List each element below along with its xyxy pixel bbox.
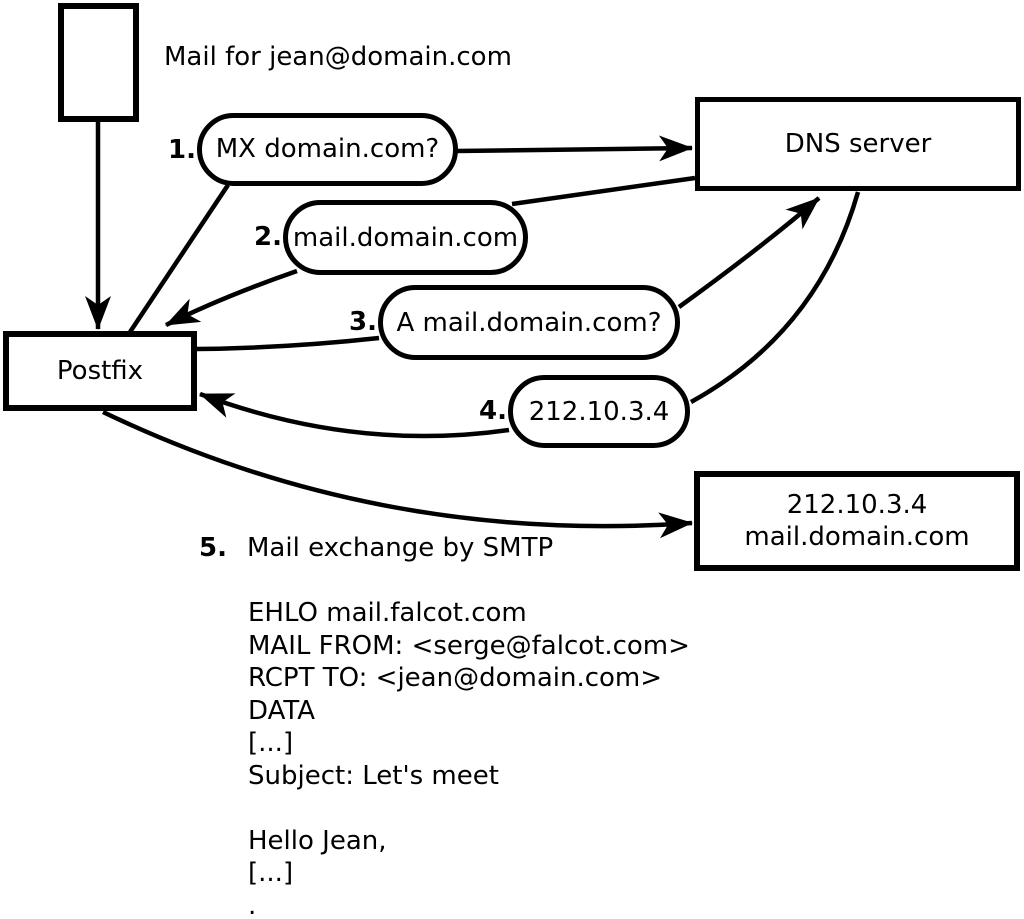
arrow-step2-to-postfix [164,268,298,328]
mail-server-box [694,471,1020,571]
step1-pill-label: MX domain.com? [215,134,440,164]
smtp-line: EHLO mail.falcot.com [248,598,527,628]
step4-pill-label: 212.10.3.4 [528,396,670,427]
arrow-postfix-to-mailserver [102,409,693,539]
step3-number: 3. [349,307,377,337]
link-dns-to-step4 [689,191,861,404]
smtp-line: . [248,890,257,919]
mail-server-label: 212.10.3.4 mail.domain.com [694,471,1020,570]
arrow-step3-to-dns [677,196,821,309]
smtp-line: [...] [248,858,294,888]
postfix-label: Postfix [56,356,144,386]
link-dns-to-step2 [511,175,696,207]
smtp-line: RCPT TO: <jean@domain.com> [248,663,663,693]
step3-pill-label: A mail.domain.com? [396,307,662,338]
step5-number: 5. [199,533,227,563]
step3-pill [378,285,680,360]
link-postfix-to-step1 [128,183,230,334]
step5-label: Mail exchange by SMTP [247,533,554,563]
mail-server-hostname: mail.domain.com [744,521,970,552]
step4-number: 4. [479,396,507,426]
smtp-line: [...] [248,728,294,758]
smtp-line: MAIL FROM: <serge@falcot.com> [248,630,690,661]
arrow-step1-to-dns [456,135,693,162]
link-postfix-to-step3 [196,335,380,352]
dns-server-label: DNS server [784,129,932,159]
smtp-line: Subject: Let's meet [248,760,499,791]
mail-document-shape [58,3,139,122]
step2-pill-label: mail.domain.com [292,222,519,253]
step2-pill [283,200,528,275]
diagram-title: Mail for jean@domain.com [164,42,512,72]
step1-number: 1. [168,135,196,165]
mail-server-ip: 212.10.3.4 [786,489,928,520]
dns-server-box [695,97,1021,191]
smtp-line: Hello Jean, [248,825,387,856]
smtp-line [248,792,690,825]
step2-number: 2. [254,222,282,252]
smtp-session-block: EHLO mail.falcot.com MAIL FROM: <serge@f… [248,597,690,919]
step1-pill [197,113,458,186]
arrow-step4-to-postfix [199,391,510,439]
step4-pill [508,375,690,448]
postfix-box [3,331,197,411]
smtp-line: DATA [248,695,315,726]
